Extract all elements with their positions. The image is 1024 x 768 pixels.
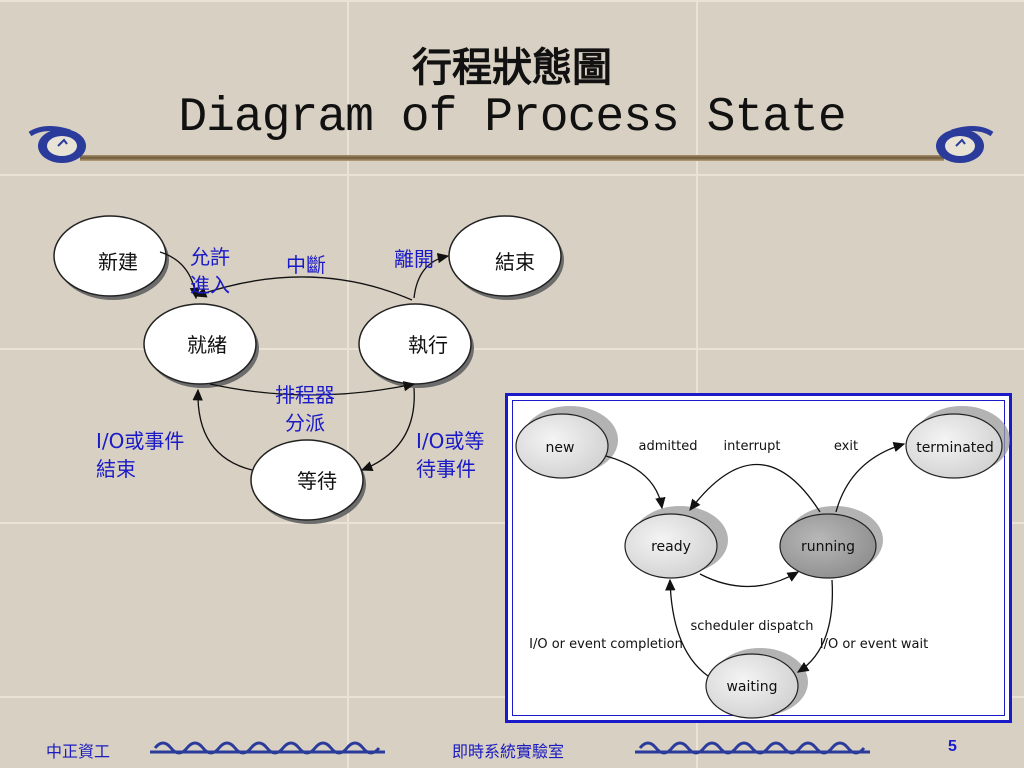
title-chinese: 行程狀態圖: [412, 44, 612, 91]
cn-edge-io-wait: [360, 387, 415, 472]
en-edge-admitted: [605, 455, 666, 510]
en-label-scheduler-dispatch: scheduler dispatch: [690, 619, 813, 634]
cn-label-io-wait-2: 待事件: [416, 457, 476, 481]
en-edge-dispatch: [699, 571, 800, 588]
cn-node-run-label: 執行: [408, 333, 448, 357]
cn-label-interrupt: 中斷: [286, 253, 326, 277]
en-label-admitted: admitted: [639, 439, 698, 454]
en-edge-exit: [835, 441, 906, 513]
en-node-terminated: [905, 413, 1003, 479]
en-node-new-label: new: [546, 440, 575, 456]
en-label-exit: exit: [834, 439, 858, 454]
footer-ornament-left-icon: [150, 741, 385, 755]
en-label-io-completion: I/O or event completion: [529, 637, 683, 652]
cn-edge-interrupt: [194, 276, 413, 301]
scroll-ornament-right-icon: [936, 126, 994, 163]
en-node-waiting: [705, 653, 799, 719]
footer-middle-text: 即時系統實驗室: [452, 742, 565, 761]
cn-node-new: [53, 215, 167, 297]
cn-node-ready: [143, 303, 257, 385]
title-rule: [80, 155, 944, 161]
cn-node-ready-label: 就緒: [187, 333, 227, 357]
cn-edge-io-done: [192, 388, 253, 471]
cn-label-io-done-2: 結束: [96, 457, 136, 481]
cn-label-dispatch-1: 排程器: [275, 383, 335, 407]
en-label-interrupt: interrupt: [724, 439, 781, 454]
cn-label-admit-1: 允許: [190, 245, 230, 269]
scroll-ornament-left-icon: [28, 126, 86, 163]
en-node-ready: [624, 513, 718, 579]
en-node-terminated-label: terminated: [916, 440, 994, 456]
cn-edge-exit: [413, 252, 450, 299]
cn-node-new-label: 新建: [98, 250, 138, 274]
en-node-running-label: running: [801, 539, 855, 555]
cn-label-dispatch-2: 分派: [285, 411, 325, 435]
cn-node-wait-label: 等待: [297, 469, 337, 493]
cn-node-end-label: 結束: [495, 250, 535, 274]
cn-label-admit-2: 進入: [190, 273, 230, 297]
en-node-ready-label: ready: [651, 539, 691, 555]
en-node-running: [779, 513, 877, 579]
footer-left-text: 中正資工: [46, 742, 111, 761]
footer-ornament-right-icon: [635, 741, 870, 755]
en-node-waiting-label: waiting: [726, 679, 777, 695]
en-edge-io-wait: [796, 579, 834, 673]
cn-label-exit: 離開: [394, 247, 434, 271]
en-edge-io-completion: [665, 578, 709, 677]
en-label-io-wait: I/O or event wait: [820, 637, 928, 652]
title-english: Diagram of Process State: [178, 91, 846, 145]
page-number: 5: [948, 738, 957, 755]
en-edge-interrupt: [689, 463, 821, 513]
cn-label-io-done-1: I/O或事件: [96, 429, 184, 453]
cn-node-wait: [250, 439, 364, 521]
cn-edge-dispatch: [209, 381, 416, 396]
en-node-new: [515, 413, 609, 479]
cn-label-io-wait-1: I/O或等: [416, 429, 484, 453]
